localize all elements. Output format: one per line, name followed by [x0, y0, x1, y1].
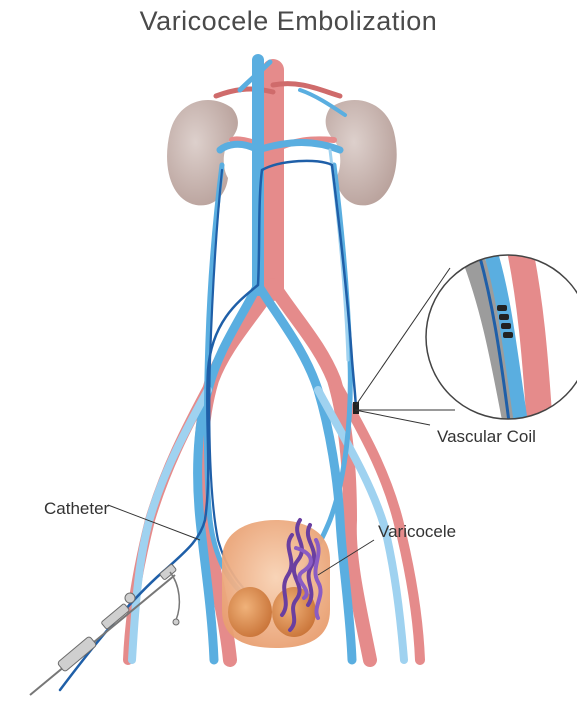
catheter-device [30, 564, 179, 695]
vascular-coil-marker [353, 402, 359, 414]
varicocele-label: Varicocele [378, 522, 456, 541]
left-kidney [167, 100, 238, 205]
catheter-label: Catheter [44, 499, 110, 518]
left-testis [228, 587, 272, 637]
vascular-coil-label: Vascular Coil [437, 427, 536, 446]
